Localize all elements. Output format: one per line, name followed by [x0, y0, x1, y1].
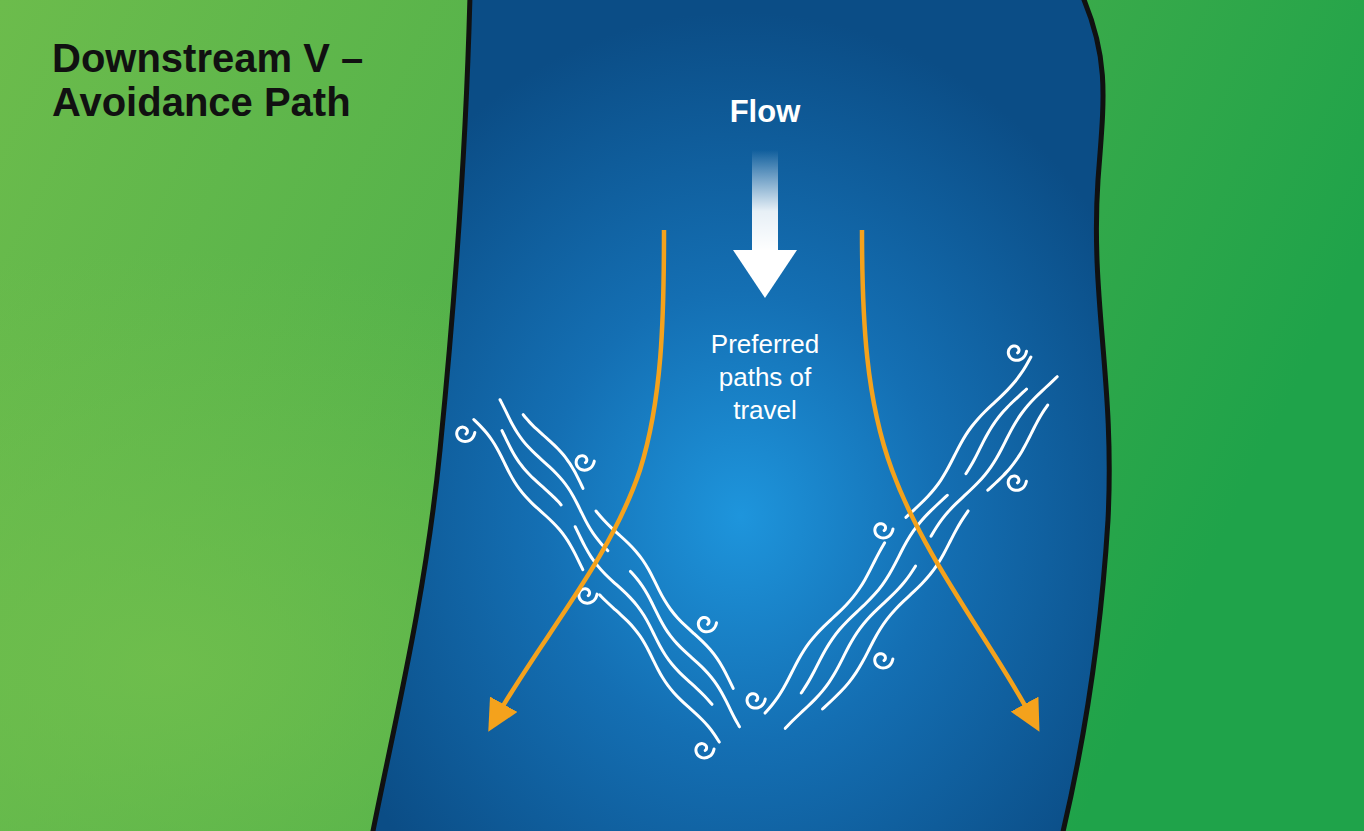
turbulence-stroke [500, 400, 608, 551]
turbulence-stroke [931, 377, 1057, 537]
turbulence-stroke [785, 566, 915, 728]
flow-arrow-head [733, 250, 797, 298]
travel-path [496, 230, 664, 718]
turbulence-curl [579, 589, 597, 603]
turbulence-stroke [801, 495, 947, 693]
river-channel [372, 0, 1109, 831]
flow-label: Flow [685, 94, 845, 130]
turbulence-curl [1008, 476, 1026, 490]
turbulence-curl [875, 524, 893, 538]
turbulence-curl [875, 654, 893, 668]
turbulence-stroke [523, 415, 583, 489]
turbulence-stroke [630, 571, 739, 726]
flow-arrow-shaft [752, 150, 778, 252]
turbulence-stroke [575, 527, 712, 705]
diagram-title: Downstream V – Avoidance Path [52, 36, 452, 124]
turbulence-stroke [596, 511, 733, 688]
turbulence-stroke [823, 511, 969, 709]
turbulence-curl [457, 427, 475, 441]
turbulence-curl [576, 456, 594, 470]
travel-path [862, 230, 1032, 718]
turbulence-stroke [474, 420, 583, 570]
turbulence-stroke [988, 405, 1048, 490]
turbulence-curl [1008, 346, 1026, 360]
path-note: Preferred paths of travel [690, 328, 840, 427]
turbulence-curl [747, 694, 765, 708]
turbulence-curl [696, 744, 714, 758]
turbulence-curl [698, 617, 716, 631]
